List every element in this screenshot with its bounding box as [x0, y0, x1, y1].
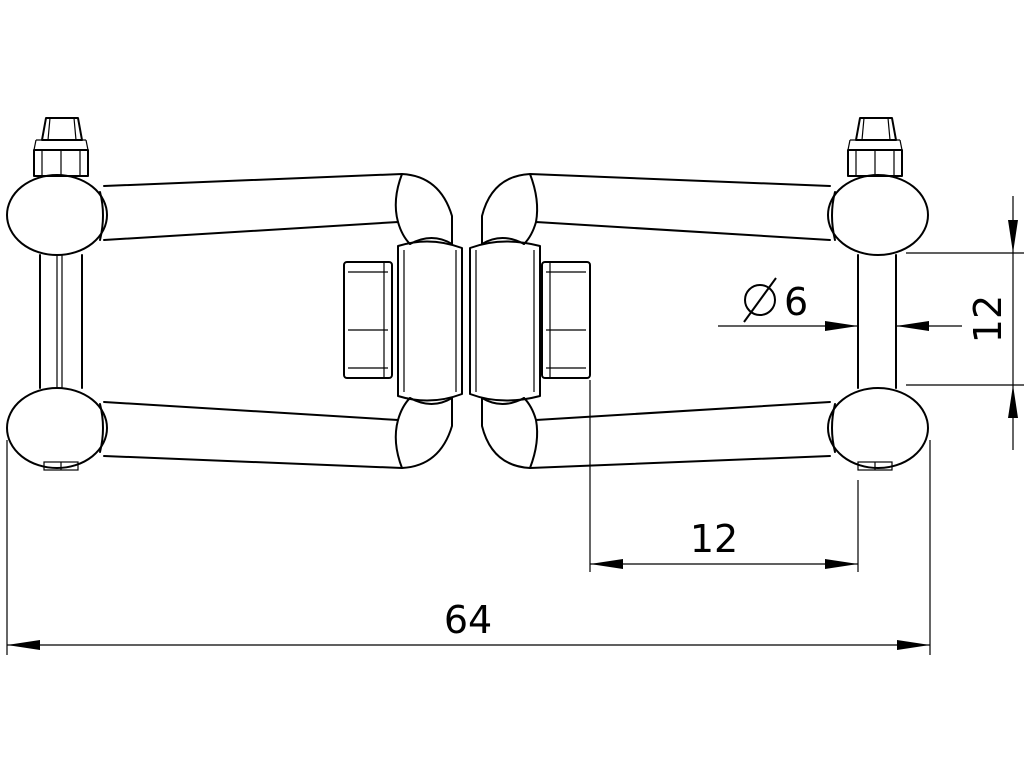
right-pin	[857, 254, 897, 389]
dimension-overall-length-label: 64	[444, 598, 492, 642]
diameter-symbol-icon	[743, 277, 777, 323]
left-upper-eye	[6, 174, 108, 256]
dimension-pin-diameter-label: 6	[784, 280, 808, 324]
left-shackle	[6, 117, 463, 471]
dimension-jaw-width: 12	[589, 380, 859, 572]
right-nut-icon	[541, 261, 591, 379]
right-shackle	[469, 117, 929, 471]
right-upper-eye	[827, 174, 929, 256]
left-lower-eye	[6, 387, 108, 471]
dimension-jaw-opening: 12	[906, 196, 1024, 450]
left-nut-icon	[343, 261, 393, 379]
left-pin	[39, 254, 83, 389]
right-upper-arm	[481, 173, 831, 245]
left-swivel-body	[397, 237, 463, 405]
right-lower-arm	[481, 397, 831, 469]
left-lower-arm	[103, 397, 453, 469]
left-upper-arm	[103, 173, 453, 245]
right-lower-eye	[827, 387, 929, 471]
left-pin-head-icon	[33, 117, 89, 177]
dimension-jaw-width-label: 12	[690, 517, 738, 561]
dimension-overall-length: 64	[6, 440, 931, 655]
dimension-pin-diameter: 6	[718, 277, 962, 331]
dimension-jaw-opening-label: 12	[966, 295, 1010, 343]
right-swivel-body	[469, 237, 541, 405]
right-pin-head-icon	[847, 117, 903, 177]
